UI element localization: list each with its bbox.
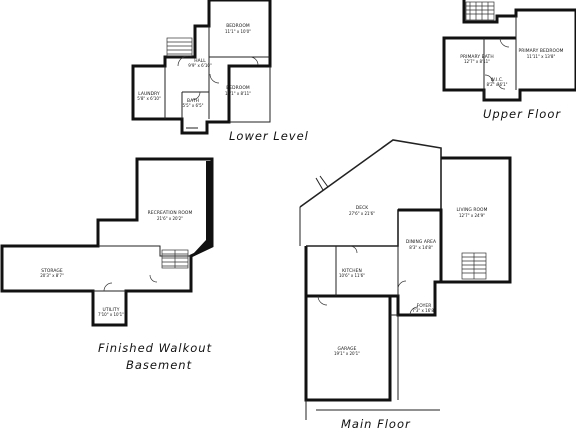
main-floor-stairs [461,252,487,280]
room-label: GARAGE [338,346,357,352]
room-label: KITCHEN [342,268,362,274]
room-label: LIVING ROOM [457,207,488,213]
room-label: DECK [356,205,369,211]
room-dims: 10'6" x 11'6" [339,273,365,278]
room-label: PRIMARY BEDROOM [518,48,563,54]
room-dims: 7'3" x 16'8" [412,308,436,313]
room-label: STORAGE [41,268,63,274]
basement-stairs [161,249,189,269]
lower-level-plan: BEDROOM 11'1" x 10'0" HALL 9'9" x 6'10" … [131,0,309,143]
upper-floor-plan: PRIMARY BATH 12'7" x 8'11" PRIMARY BEDRO… [442,0,576,121]
main-floor-title: Main Floor [341,417,411,431]
room-label: LAUNDRY [138,91,160,97]
room-dims: 8'2" x 6'1" [487,82,508,87]
upper-floor-stairs [465,1,495,21]
room-dims: 11'1" x 8'11" [225,91,251,96]
room-label: W.I.C. [491,77,504,83]
room-label: DINING AREA [406,239,436,245]
basement-title-line2: Basement [126,358,192,372]
room-label: BATH [187,98,199,104]
room-dims: 8'3" x 14'8" [409,245,433,250]
room-label: HALL [194,58,206,64]
room-label: BEDROOM [226,23,250,29]
room-dims: 27'6" x 21'6" [349,211,375,216]
main-floor-plan: DECK 27'6" x 21'6" LIVING ROOM 12'7" x 2… [299,139,512,431]
room-label: FOYER [417,303,432,309]
basement-plan: RECREATION ROOM 21'6" x 20'2" STORAGE 20… [0,157,214,372]
room-label: UTILITY [103,307,120,313]
basement-title-line1: Finished Walkout [98,341,212,355]
room-dims: 12'7" x 24'9" [459,213,485,218]
room-dims: 5'5" x 6'5" [183,103,204,108]
room-dims: 11'1" x 10'0" [225,29,251,34]
room-dims: 21'6" x 20'2" [157,216,183,221]
room-dims: 11'11" x 13'8" [527,54,556,59]
room-dims: 7'10" x 10'1" [98,312,124,317]
room-dims: 5'8" x 6'10" [137,96,161,101]
room-label: RECREATION ROOM [148,210,193,216]
upper-floor-title: Upper Floor [483,107,561,121]
room-label: BEDROOM [226,85,250,91]
lower-level-stairs [166,37,193,57]
room-dims: 9'9" x 6'10" [188,63,212,68]
room-dims: 12'7" x 8'11" [464,59,490,64]
room-dims: 20'3" x 8'7" [40,273,64,278]
lower-level-title: Lower Level [229,129,309,143]
room-label: PRIMARY BATH [460,54,494,60]
room-dims: 19'1" x 20'1" [334,351,360,356]
